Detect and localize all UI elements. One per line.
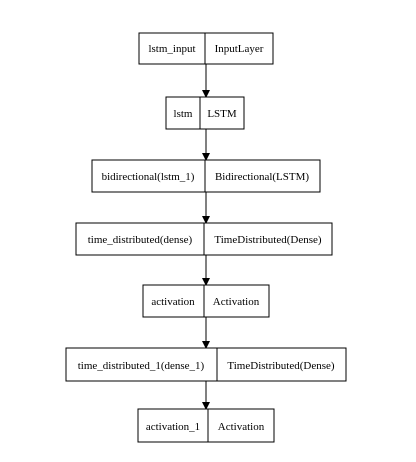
layer-name-label: time_distributed(dense) (88, 234, 193, 246)
layer-node-activation-1: activation_1 Activation (137, 408, 275, 443)
layer-name-label: activation (151, 296, 195, 308)
layer-type-label: InputLayer (215, 43, 264, 55)
layer-node-time-distributed: time_distributed(dense) TimeDistributed(… (75, 222, 333, 256)
layer-type-label: TimeDistributed(Dense) (227, 360, 334, 372)
layer-name-label: time_distributed_1(dense_1) (78, 360, 205, 372)
layer-name-label: lstm_input (148, 43, 195, 55)
layer-type-label: Bidirectional(LSTM) (215, 171, 309, 183)
layer-name-label: lstm (174, 108, 193, 120)
layer-node-bidirectional: bidirectional(lstm_1) Bidirectional(LSTM… (91, 159, 321, 193)
layer-type-label: TimeDistributed(Dense) (214, 234, 321, 246)
layer-node-lstm: lstm LSTM (165, 96, 245, 130)
layer-node-time-distributed-1: time_distributed_1(dense_1) TimeDistribu… (65, 347, 347, 382)
layer-name-label: bidirectional(lstm_1) (102, 171, 195, 183)
layer-type-label: Activation (218, 421, 265, 433)
layer-node-lstm-input: lstm_input InputLayer (138, 32, 274, 65)
layer-node-activation: activation Activation (142, 284, 270, 318)
layer-type-label: LSTM (207, 108, 237, 120)
layer-type-label: Activation (213, 296, 260, 308)
layer-name-label: activation_1 (146, 421, 200, 433)
